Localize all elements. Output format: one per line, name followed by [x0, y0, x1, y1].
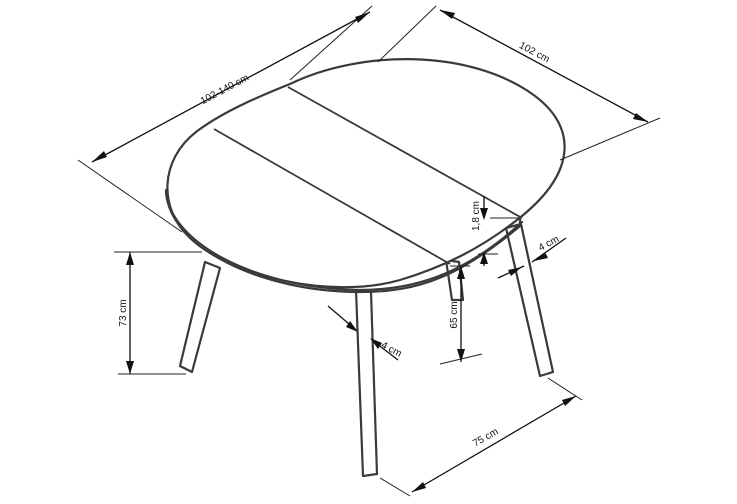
arrowhead — [457, 266, 465, 279]
arrowhead — [370, 338, 382, 349]
label-leg-height: 65 cm — [449, 301, 460, 328]
label-leg-front: 4 cm — [379, 340, 403, 360]
dimension-height: 73 cm — [114, 251, 202, 375]
arrowhead — [355, 12, 370, 23]
dimension-thickness: 1,8 cm — [471, 196, 520, 266]
arrowhead — [440, 10, 455, 19]
arrowhead — [412, 482, 426, 492]
arrowhead — [480, 252, 488, 264]
arrowhead — [480, 208, 488, 220]
leaf-seam-right — [287, 86, 523, 219]
label-length: 102-140 cm — [199, 73, 251, 108]
dimension-line-leg-spread — [411, 395, 577, 493]
table-top-rim — [164, 188, 524, 292]
table-top — [164, 58, 566, 294]
leg-right — [504, 222, 555, 378]
arrowhead — [534, 252, 548, 261]
arrowhead — [457, 349, 465, 362]
dimension-line-length — [91, 11, 371, 163]
label-thickness: 1,8 cm — [471, 201, 482, 231]
arrowhead — [346, 321, 358, 332]
arrowhead — [126, 252, 134, 265]
arrowhead — [92, 151, 107, 162]
leg-front — [354, 288, 379, 478]
label-leg-spread: 75 cm — [471, 426, 500, 449]
arrowhead — [562, 396, 576, 406]
dimension-leg-spread: 75 cm — [379, 377, 583, 497]
leaf-seam-left — [213, 128, 451, 265]
arrowhead — [508, 267, 522, 276]
label-height: 73 cm — [118, 299, 129, 326]
dimension-leg-height: 65 cm — [439, 265, 483, 365]
table-legs — [178, 222, 555, 478]
dimension-line-width — [439, 9, 649, 123]
arrowhead — [633, 113, 648, 122]
arrowhead — [126, 361, 134, 374]
label-width: 102 cm — [517, 40, 551, 65]
leg-left — [178, 260, 222, 374]
table-top-surface — [166, 58, 566, 289]
